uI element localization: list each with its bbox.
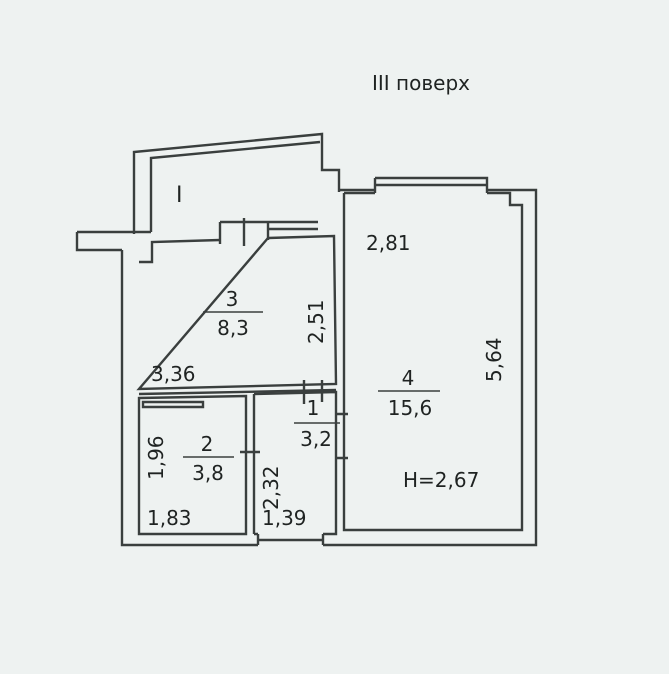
balcony-inner: [149, 140, 321, 232]
balcony-outline: [132, 132, 341, 234]
room2-wall: [137, 394, 248, 536]
room3-wall: [136, 234, 338, 391]
room4-depth-label: 5,64: [482, 337, 506, 382]
floor-label: III поверх: [372, 71, 470, 95]
room2-area: 3,8: [192, 461, 224, 485]
room2-sill: [141, 400, 205, 409]
room1-depth-label: 2,32: [259, 465, 283, 510]
room3-width-label: 3,36: [151, 362, 196, 386]
room2-depth-label: 1,96: [144, 435, 168, 480]
balcony-label: I: [176, 183, 183, 208]
room1-width-label: 1,39: [262, 506, 307, 530]
room4-area: 15,6: [388, 396, 433, 420]
door-mark-2: [336, 412, 348, 460]
balcony-window: [218, 218, 318, 246]
room4-width-label: 2,81: [366, 231, 411, 255]
left-ledge: [75, 232, 122, 252]
room1-area: 3,2: [300, 427, 332, 451]
outer-wall: [120, 188, 538, 547]
room3-area: 8,3: [217, 316, 249, 340]
entrance-door: [256, 534, 325, 545]
door-mark-1: [302, 380, 324, 404]
room3-depth-label: 2,51: [304, 299, 328, 344]
walls: [75, 132, 538, 547]
room4-inner-wall: [342, 191, 524, 532]
room2-width-label: 1,83: [147, 506, 192, 530]
room4-window: [373, 176, 489, 193]
room2-number: 2: [201, 432, 214, 456]
room4-number: 4: [402, 366, 415, 390]
room1-number: 1: [307, 396, 320, 420]
ceiling-height: H=2,67: [403, 468, 479, 492]
room3-number: 3: [226, 287, 239, 311]
